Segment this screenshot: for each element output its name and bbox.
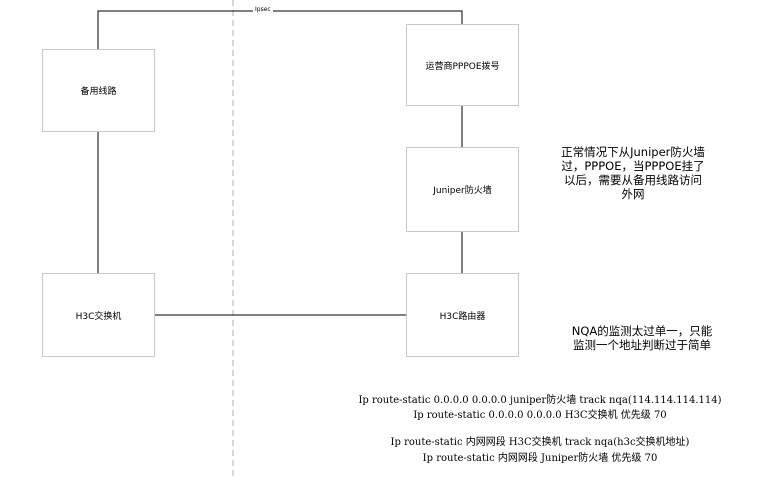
ipsec-link[interactable] [97, 10, 463, 49]
node-h3c-router[interactable]: H3C路由器 [406, 273, 519, 357]
node-juniper-firewall[interactable]: Juniper防火墙 [406, 147, 519, 232]
route-command-4: Ip route-static 内网网段 Juniper防火墙 优先级 70 [422, 453, 658, 464]
node-backup-line[interactable]: 备用线路 [42, 49, 155, 132]
ipsec-label: Ipsec [253, 6, 273, 13]
note-normal-path: 正常情况下从Juniper防火墙过，PPPOE，当PPPOE挂了以后，需要从备用… [561, 145, 705, 201]
node-h3c-switch[interactable]: H3C交换机 [42, 273, 155, 357]
route-command-1: Ip route-static 0.0.0.0 0.0.0.0 juniper防… [358, 395, 722, 406]
route-command-2: Ip route-static 0.0.0.0 0.0.0.0 H3C交换机 优… [413, 410, 667, 421]
note-nqa-limitation: NQA的监测太过单一，只能监测一个地址判断过于简单 [571, 324, 713, 352]
node-isp-pppoe[interactable]: 运营商PPPOE拨号 [406, 24, 519, 106]
route-command-3: Ip route-static 内网网段 H3C交换机 track nqa(h3… [390, 437, 690, 448]
